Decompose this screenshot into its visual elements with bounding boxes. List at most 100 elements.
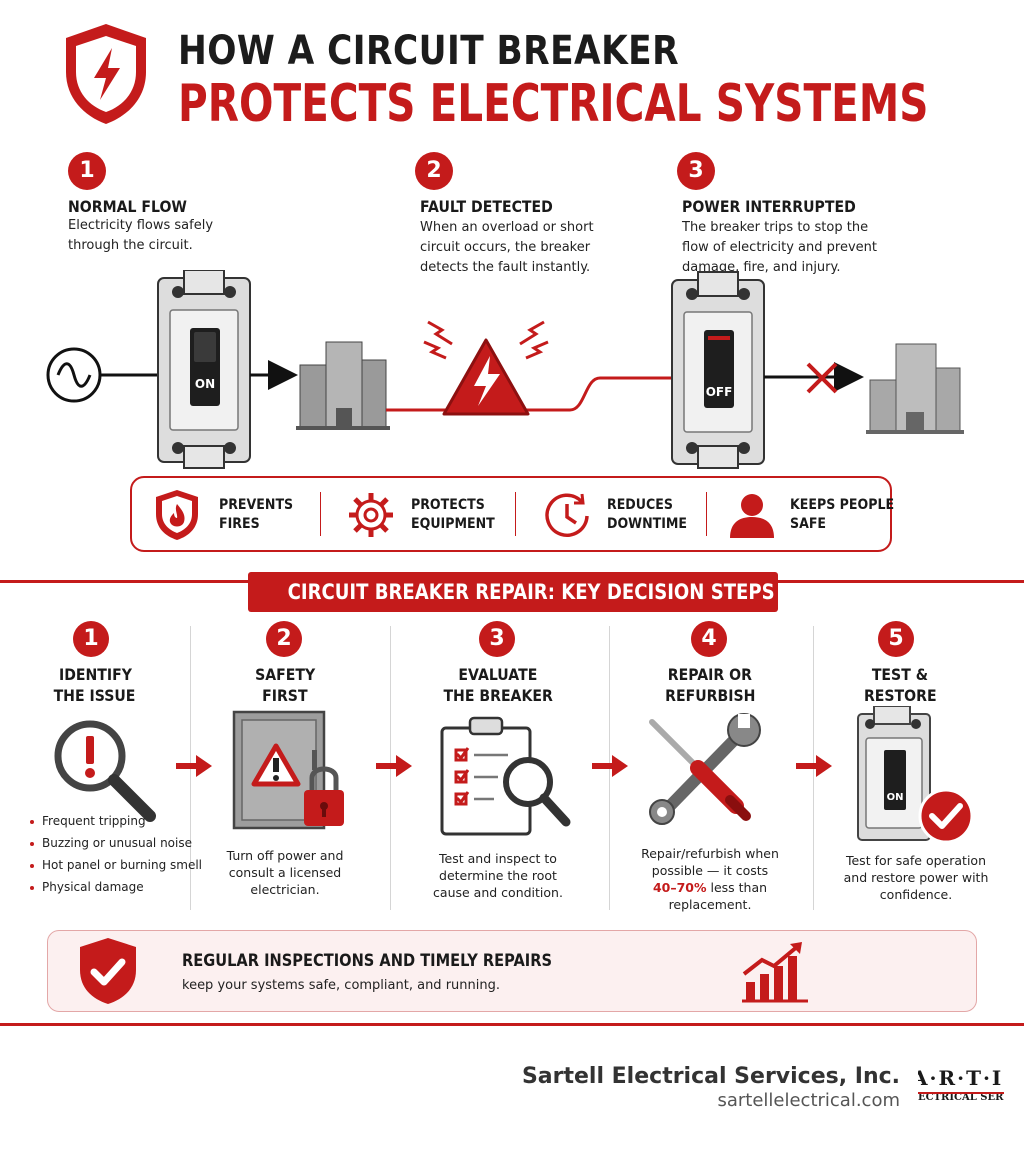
logo-underline — [918, 1092, 1004, 1094]
arrow-right-icon — [376, 755, 412, 777]
flow-step-1-desc-line: through the circuit. — [68, 238, 193, 253]
arrow-right-icon — [796, 755, 832, 777]
repair-step-4-title-line2: REFURBISH — [664, 686, 756, 705]
benefit-2-line1: PROTECTS — [411, 497, 485, 513]
repair-step-5-desc: Test for safe operation and restore powe… — [826, 852, 1006, 903]
logo-text-top: A·R·T·I — [918, 1066, 1004, 1090]
company-name: Sartell Electrical Services, Inc. — [521, 1064, 900, 1089]
ac-source-icon — [46, 347, 102, 403]
repair-section-title: CIRCUIT BREAKER REPAIR: KEY DECISION STE… — [287, 580, 775, 604]
repair-section-banner: CIRCUIT BREAKER REPAIR: KEY DECISION STE… — [248, 572, 778, 612]
benefit-1-line1: PREVENTS — [219, 497, 294, 513]
magnifier-alert-icon — [54, 720, 156, 822]
benefit-3-line2: DOWNTIME — [607, 516, 688, 532]
benefits-bar — [130, 476, 892, 552]
repair-step-2-title-line2: FIRST — [262, 686, 308, 705]
building-powered-icon — [296, 341, 390, 430]
benefit-divider — [320, 492, 321, 536]
growth-chart-icon — [742, 942, 808, 1003]
flow-step-1-desc: Electricity flows safely through the cir… — [68, 216, 213, 256]
repair-step-2-number: 2 — [266, 621, 302, 657]
flow-step-2-desc-line: When an overload or short — [420, 220, 594, 235]
callout-subtitle: keep your systems safe, compliant, and r… — [182, 978, 500, 993]
flow-step-3-desc-line: The breaker trips to stop the — [682, 220, 869, 235]
fault-warning-icon — [423, 320, 549, 416]
repair-step-1-title-line2: THE ISSUE — [54, 686, 136, 705]
flow-step-2-desc-line: detects the fault instantly. — [420, 260, 591, 275]
locked-panel-icon — [232, 710, 344, 830]
breaker-on-label: ON — [194, 377, 216, 391]
page-title-line1: HOW A CIRCUIT BREAKER — [178, 28, 680, 74]
logo-text-bottom: ECTRICAL SERV — [918, 1092, 1004, 1103]
repair-step-3-desc-line: Test and inspect to — [439, 851, 557, 866]
clock-icon — [545, 493, 589, 537]
repair-step-4-desc-line: Repair/refurbish when — [641, 846, 779, 861]
clipboard-magnifier-icon — [440, 716, 571, 836]
tools-icon — [649, 713, 761, 825]
repair-step-4-highlight-line: 40–70% less than — [652, 880, 768, 895]
benefit-2-line2: EQUIPMENT — [411, 516, 495, 532]
repair-step-5-desc-line: Test for safe operation — [845, 853, 986, 868]
repair-step-5-number: 5 — [878, 621, 914, 657]
benefit-4-text: KEEPS PEOPLE SAFE — [790, 496, 894, 534]
repair-step-4-title-line1: REPAIR OR — [667, 665, 753, 684]
repair-step-2-title-line1: SAFETY — [254, 665, 316, 684]
list-item: Buzzing or unusual noise — [30, 832, 202, 854]
callout-title: REGULAR INSPECTIONS AND TIMELY REPAIRS — [182, 951, 553, 971]
flow-step-2-desc: When an overload or short circuit occurs… — [420, 218, 594, 278]
repair-step-2-desc-line: consult a licensed — [228, 865, 342, 880]
company-website[interactable]: sartellelectrical.com — [717, 1090, 900, 1111]
benefit-1-text: PREVENTS FIRES — [219, 496, 293, 534]
flow-step-2-desc-line: circuit occurs, the breaker — [420, 240, 591, 255]
repair-step-5-desc-line: and restore power with — [843, 870, 989, 885]
repair-step-5-desc-line: confidence. — [879, 887, 953, 902]
benefit-divider — [515, 492, 516, 536]
benefit-1-line2: FIRES — [219, 516, 260, 532]
benefit-divider — [706, 492, 707, 536]
benefit-2-text: PROTECTS EQUIPMENT — [411, 496, 495, 534]
flow-step-3-number: 3 — [677, 152, 715, 190]
repair-step-2-desc-line: electrician. — [250, 882, 320, 897]
breaker-off-icon — [671, 271, 765, 469]
arrow-right-icon — [592, 755, 628, 777]
circuit-flow-diagram — [46, 270, 964, 469]
person-icon — [730, 494, 774, 538]
building-unpowered-icon — [866, 343, 964, 434]
repair-step-4-number: 4 — [691, 621, 727, 657]
repair-step-1-title: IDENTIFY THE ISSUE — [20, 664, 170, 706]
arrow-right-icon — [176, 755, 212, 777]
repair-step-5-title: TEST & RESTORE — [820, 664, 980, 706]
breaker-off-label: OFF — [705, 385, 733, 399]
list-item: Physical damage — [30, 876, 202, 898]
repair-step-2-title: SAFETY FIRST — [210, 664, 360, 706]
repair-step-3-title-line2: THE BREAKER — [443, 686, 553, 705]
repair-step-3-number: 3 — [479, 621, 515, 657]
repair-step-3-desc-line: cause and condition. — [433, 885, 563, 900]
page-title-line2: PROTECTS ELECTRICAL SYSTEMS — [178, 74, 929, 134]
flow-step-1-title: NORMAL FLOW — [68, 197, 187, 216]
gear-icon — [349, 493, 393, 537]
test-breaker-on-label: ON — [886, 792, 904, 803]
repair-step-3-desc-line: determine the root — [439, 868, 557, 883]
repair-step-2-desc: Turn off power and consult a licensed el… — [205, 847, 365, 898]
breaker-check-icon — [857, 706, 974, 844]
savings-highlight: 40–70% — [652, 880, 707, 895]
repair-step-3-title: EVALUATE THE BREAKER — [418, 664, 578, 706]
list-item: Hot panel or burning smell — [30, 854, 202, 876]
callout-box — [47, 930, 977, 1012]
repair-step-5-title-line2: RESTORE — [863, 686, 937, 705]
flow-step-1-number: 1 — [68, 152, 106, 190]
repair-step-3-title-line1: EVALUATE — [458, 665, 538, 684]
flow-step-2-title: FAULT DETECTED — [420, 197, 553, 216]
flow-step-3-title: POWER INTERRUPTED — [682, 197, 856, 216]
footer-divider-line — [0, 1023, 1024, 1026]
check-shield-icon — [80, 938, 136, 1004]
flow-step-3-desc: The breaker trips to stop the flow of el… — [682, 218, 877, 278]
benefit-3-line1: REDUCES — [607, 497, 673, 513]
company-logo: A·R·T·I ECTRICAL SERV — [918, 1066, 1004, 1116]
repair-step-1-bullets: Frequent tripping Buzzing or unusual noi… — [30, 810, 202, 898]
repair-step-4-desc-line: replacement. — [668, 897, 752, 912]
repair-step-4-desc-line: possible — it costs — [651, 863, 769, 878]
flow-step-1-desc-line: Electricity flows safely — [68, 218, 214, 233]
repair-step-1-title-line1: IDENTIFY — [58, 665, 132, 684]
